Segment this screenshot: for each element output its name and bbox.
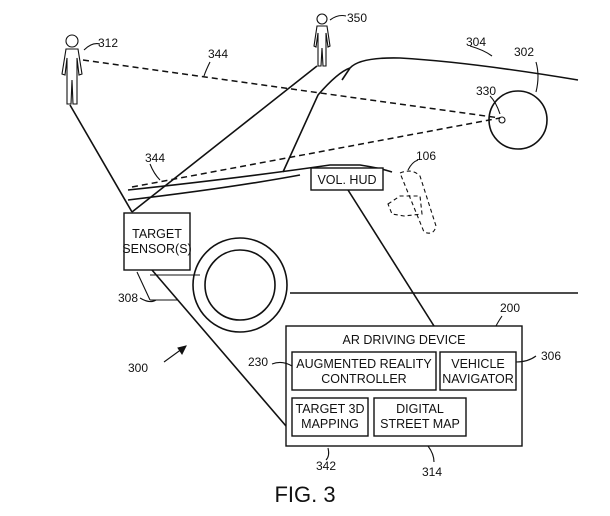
ref-304: 304: [466, 35, 486, 49]
vehicle-navigator-box: VEHICLE NAVIGATOR: [439, 351, 517, 391]
target-3d-mapping-box: TARGET 3D MAPPING: [291, 397, 369, 437]
vol-hud-label: VOL. HUD: [317, 173, 376, 187]
ref-350: 350: [347, 11, 367, 25]
ar-driving-device-box: AR DRIVING DEVICE AUGMENTED REALITY CONT…: [285, 325, 523, 447]
steering-wheel-106: [387, 170, 437, 234]
ref-200: 200: [500, 301, 520, 315]
ref-106: 106: [416, 149, 436, 163]
target-3d-label-1: TARGET 3D: [296, 402, 365, 416]
ref-330: 330: [476, 84, 496, 98]
ref-344-top: 344: [208, 47, 228, 61]
reference-numerals: 312 350 344 304 302 330 344 106 308 300 …: [98, 11, 561, 479]
ref-344-mid: 344: [145, 151, 165, 165]
ref-314: 314: [422, 465, 442, 479]
vol-hud-box: VOL. HUD: [310, 167, 384, 191]
ref-302: 302: [514, 45, 534, 59]
ar-driving-device-label: AR DRIVING DEVICE: [343, 333, 466, 347]
eye-330: [498, 116, 506, 124]
sight-lines: [69, 59, 501, 213]
ref-308: 308: [118, 291, 138, 305]
target-sensor-label-1: TARGET: [132, 227, 182, 241]
digital-map-label-2: STREET MAP: [380, 417, 460, 431]
ar-controller-label-2: CONTROLLER: [321, 372, 406, 386]
digital-street-map-box: DIGITAL STREET MAP: [373, 397, 467, 437]
vehicle-wheel: [192, 237, 288, 333]
ref-306: 306: [541, 349, 561, 363]
figure-caption: FIG. 3: [274, 482, 335, 507]
ar-controller-label-1: AUGMENTED REALITY: [296, 357, 432, 371]
ref-342: 342: [316, 459, 336, 473]
digital-map-label-1: DIGITAL: [396, 402, 444, 416]
ref-300: 300: [128, 361, 148, 375]
ref-230: 230: [248, 355, 268, 369]
target-sensor-label-2: SENSOR(S): [122, 242, 191, 256]
pedestrian-figure-312: [61, 34, 83, 105]
connection-lines: [136, 189, 435, 427]
reference-leaders: [83, 14, 539, 463]
vehicle-navigator-label-1: VEHICLE: [451, 357, 505, 371]
ref-312: 312: [98, 36, 118, 50]
pedestrian-figure-350: [313, 13, 331, 67]
driver-head-302: [488, 90, 548, 150]
vehicle-navigator-label-2: NAVIGATOR: [442, 372, 514, 386]
target-sensor-box: TARGET SENSOR(S): [122, 212, 192, 271]
ar-controller-box: AUGMENTED REALITY CONTROLLER: [291, 351, 437, 391]
target-3d-label-2: MAPPING: [301, 417, 359, 431]
